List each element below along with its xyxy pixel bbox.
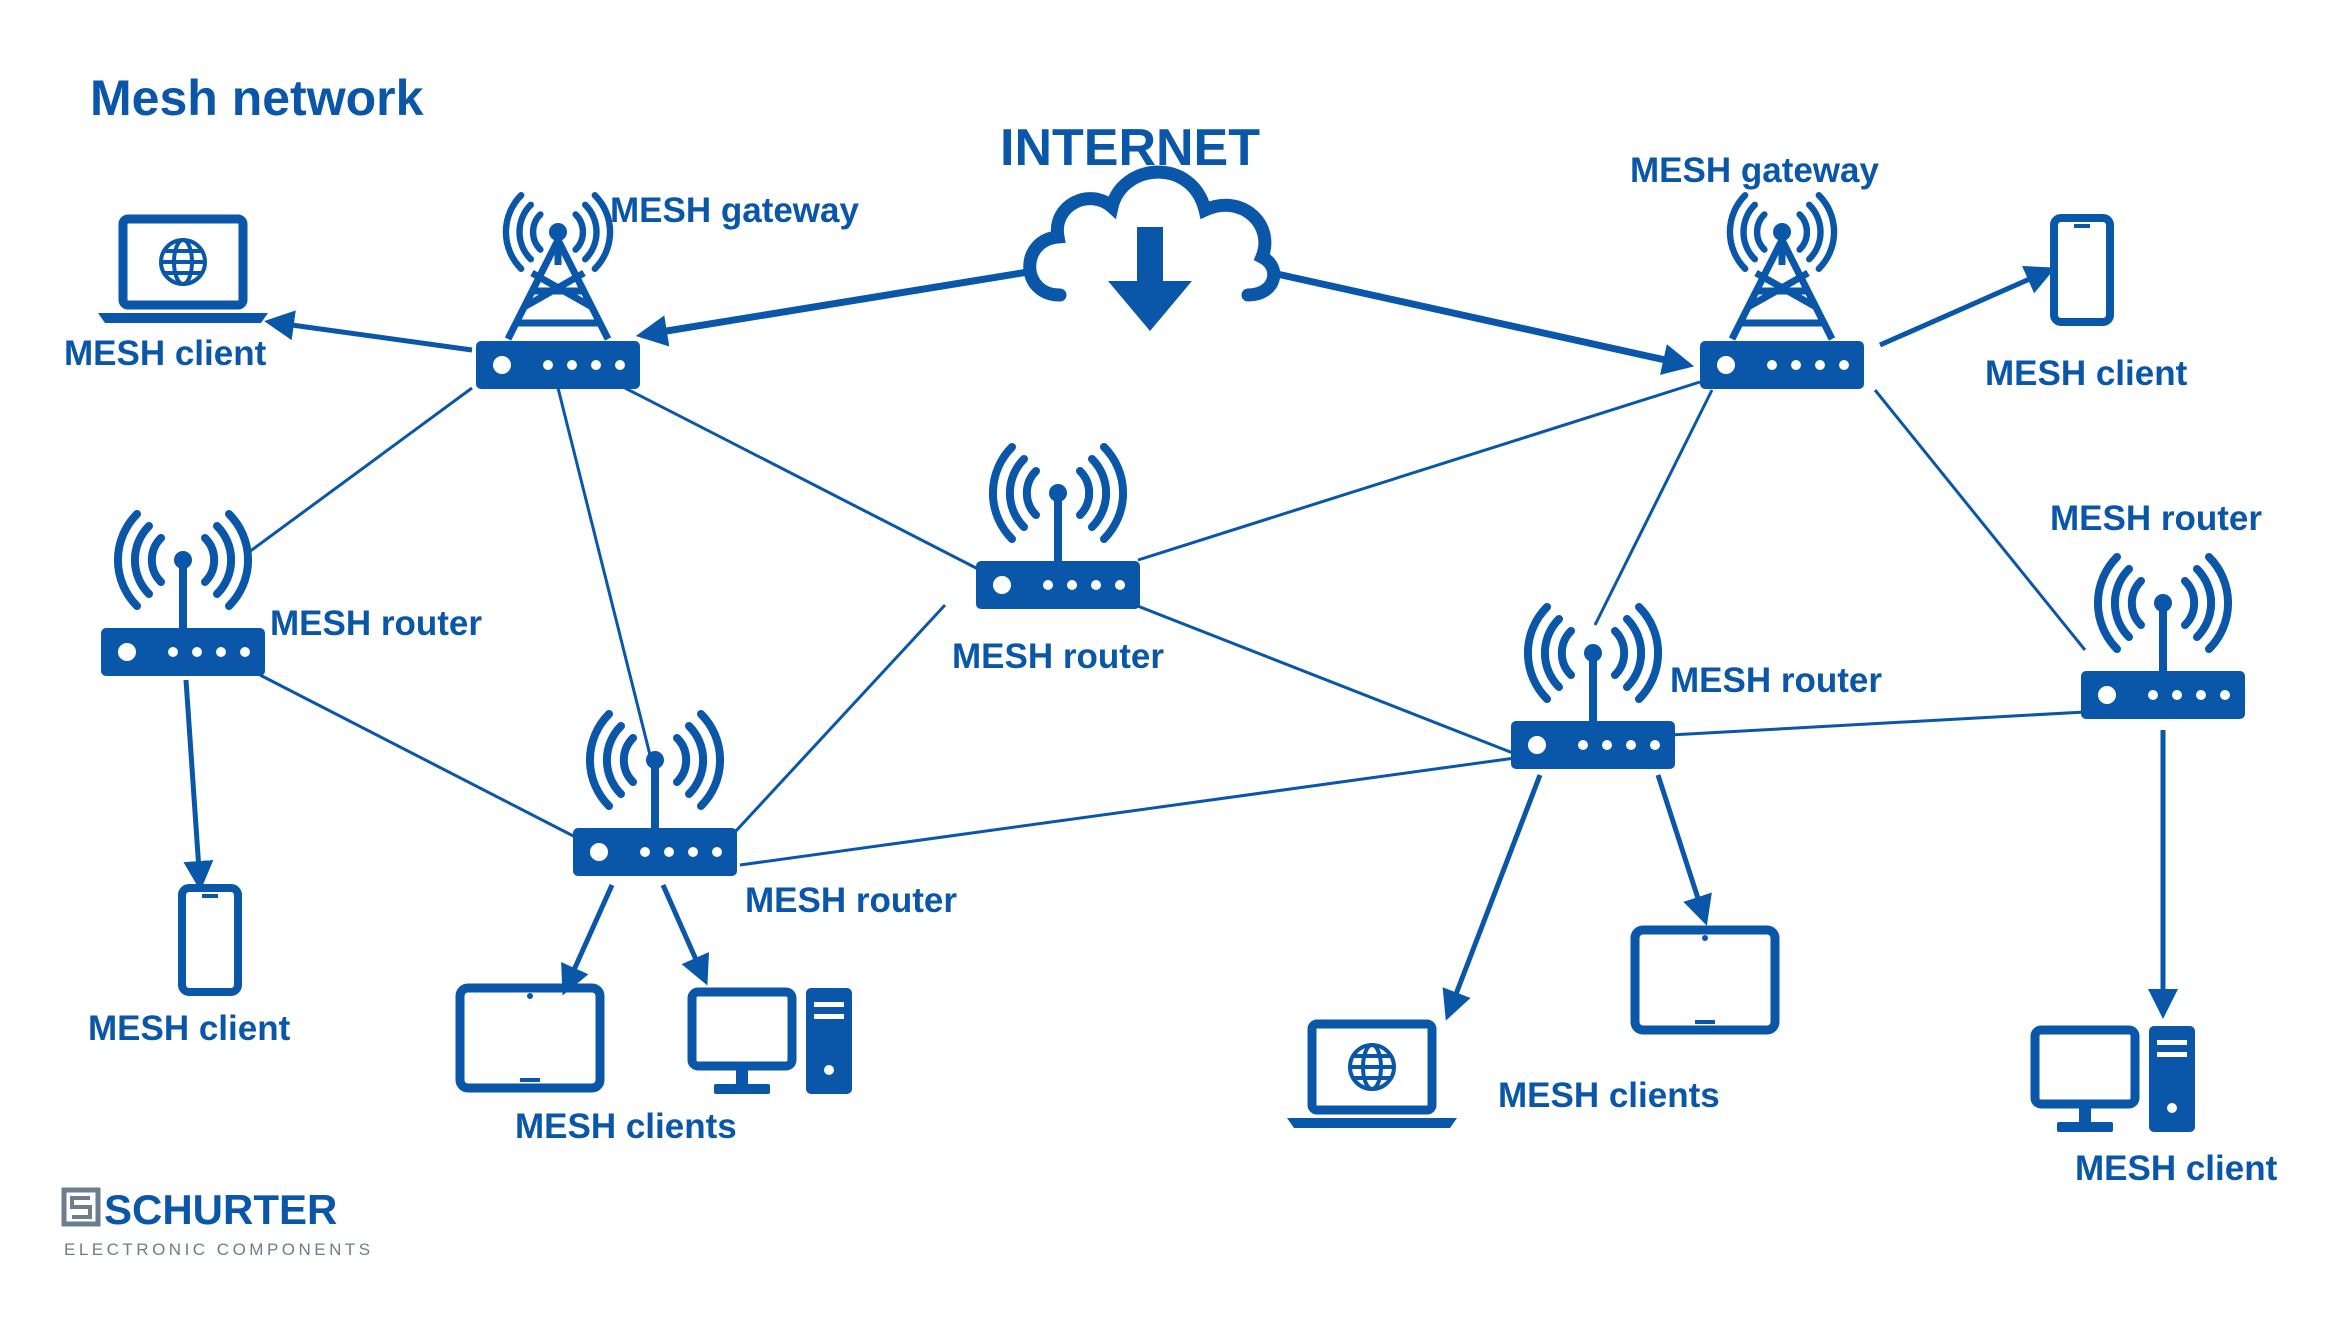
clients-label: MESH clients <box>1498 1076 1720 1115</box>
client-label: MESH client <box>2075 1149 2278 1188</box>
router-icon <box>976 447 1140 609</box>
clients-label: MESH clients <box>515 1107 737 1146</box>
logo-tagline: ELECTRONIC COMPONENTS <box>64 1240 374 1259</box>
router-icon <box>1511 607 1675 769</box>
desktop-computer-icon <box>2035 1026 2195 1132</box>
desktop-computer-icon <box>692 988 852 1094</box>
client-label: MESH client <box>1985 354 2188 393</box>
logo-wordmark: SCHURTER <box>104 1186 337 1233</box>
page-title: Mesh network <box>90 70 424 126</box>
phone-icon <box>2054 218 2110 322</box>
gateway-label: MESH gateway <box>1630 151 1879 190</box>
phone-icon <box>182 888 238 992</box>
laptop-icon <box>98 219 268 323</box>
router-label: MESH router <box>952 637 1164 676</box>
laptop-icon <box>1287 1024 1457 1128</box>
gateway-tower-icon <box>1700 195 1864 389</box>
tablet-icon <box>1635 930 1775 1030</box>
internet-label: INTERNET <box>1000 119 1260 177</box>
gateway-label: MESH gateway <box>610 191 859 230</box>
uplink-arrows <box>635 268 1695 375</box>
router-label: MESH router <box>2050 499 2262 538</box>
router-icon <box>101 514 265 676</box>
router-label: MESH router <box>745 881 957 920</box>
router-icon <box>573 714 737 876</box>
router-icon <box>2081 557 2245 719</box>
mesh-links <box>244 380 2087 867</box>
router-label: MESH router <box>270 604 482 643</box>
router-label: MESH router <box>1670 661 1882 700</box>
client-arrows <box>183 265 2178 1021</box>
client-label: MESH client <box>64 334 267 373</box>
tablet-icon <box>460 988 600 1088</box>
client-label: MESH client <box>88 1009 291 1048</box>
schurter-logo: SCHURTER ELECTRONIC COMPONENTS <box>61 1186 374 1259</box>
internet-cloud-icon <box>1030 172 1274 331</box>
